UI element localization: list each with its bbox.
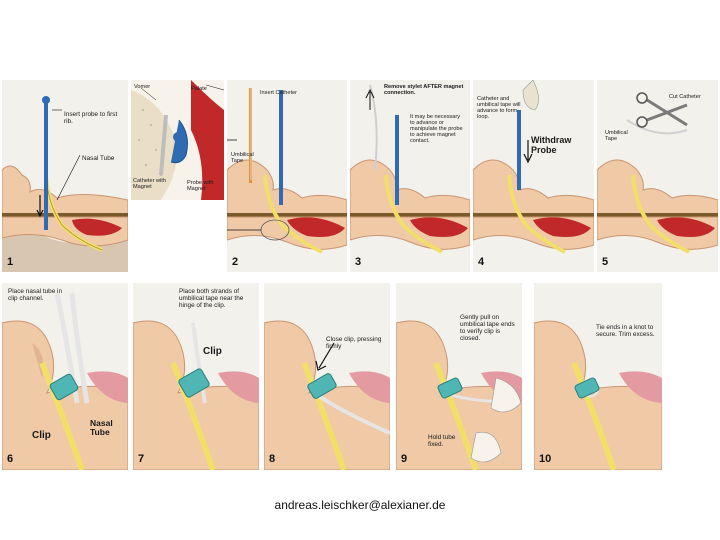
step-1-illustration [2,80,128,272]
step-5-cut-label: Cut Catheter [669,94,701,100]
step-6-panel: Place nasal tube in clip channel. Clip N… [2,283,128,470]
step-3-illustration [350,80,470,272]
zoom-inset-illustration [131,80,224,200]
step-2-number: 2 [232,256,239,268]
step-3-panel: Remove stylet AFTER magnet connection. I… [350,80,470,272]
step-10-number: 10 [539,453,552,465]
step-1-probe-label: Insert probe to first rib. [64,111,118,125]
step-10-illustration [534,283,662,470]
step-1-panel: Insert probe to first rib. Nasal Tube 1 [2,80,128,272]
step-9-illustration [396,283,522,470]
step-5-tape-label: Umbilical Tape [605,130,628,143]
step-3-remove-label: Remove stylet AFTER magnet connection. [384,84,464,97]
step-6-nasal-label: Nasal Tube [90,418,113,438]
step-6-place-label: Place nasal tube in clip channel. [8,288,63,302]
zoom-inset-panel: Vomer Palate Catheter with Magnet Probe … [131,80,224,200]
step-7-number: 7 [138,453,145,465]
step-8-number: 8 [269,453,276,465]
step-2-insert-label: Insert Catheter [260,90,297,96]
step-10-tie-label: Tie ends in a knot to secure. Trim exces… [596,324,655,338]
step-1-number: 1 [7,256,14,268]
step-7-panel: Place both strands of umbilical tape nea… [133,283,259,470]
step-5-number: 5 [602,256,609,268]
step-4-cath-label: Catheter and umbilical tape will advance… [477,96,521,121]
step-4-panel: Catheter and umbilical tape will advance… [473,80,594,272]
step-7-illustration [133,283,259,470]
step-9-number: 9 [401,453,408,465]
step-8-close-label: Close clip, pressing firmly [326,336,382,350]
step-6-illustration [2,283,128,470]
inset-catheter-label: Catheter with Magnet [133,178,166,191]
step-5-illustration [597,80,718,272]
step-10-panel: Tie ends in a knot to secure. Trim exces… [534,283,662,470]
footer-email: andreas.leischker@alexianer.de [274,498,446,512]
step-7-clip-label: Clip [203,346,222,357]
step-9-hold-label: Hold tube fixed. [428,434,456,448]
step-8-illustration [264,283,390,470]
inset-probe-label: Probe with Magnet [187,180,214,193]
step-7-place-label: Place both strands of umbilical tape nea… [179,288,244,309]
step-2-panel: Insert Catheter Umbilical Tape 2 [227,80,347,272]
step-9-pull-label: Gently pull on umbilical tape ends to ve… [460,314,515,342]
step-4-illustration [473,80,594,272]
step-4-withdraw-label: Withdraw Probe [531,135,572,155]
step-2-illustration [227,80,347,272]
step-8-panel: Close clip, pressing firmly 8 [264,283,390,470]
step-2-tape-label: Umbilical Tape [231,152,254,165]
inset-vomer-label: Vomer [134,84,151,90]
step-1-nasal-label: Nasal Tube [82,155,115,162]
step-5-panel: Cut Catheter Umbilical Tape 5 [597,80,718,272]
step-9-panel: Gently pull on umbilical tape ends to ve… [396,283,522,470]
step-3-number: 3 [355,256,362,268]
step-6-clip-label: Clip [32,430,51,441]
step-6-number: 6 [7,453,14,465]
inset-palate-label: Palate [191,86,207,92]
step-3-note-label: It may be necessary to advance or manipu… [410,114,463,145]
step-4-number: 4 [478,256,485,268]
